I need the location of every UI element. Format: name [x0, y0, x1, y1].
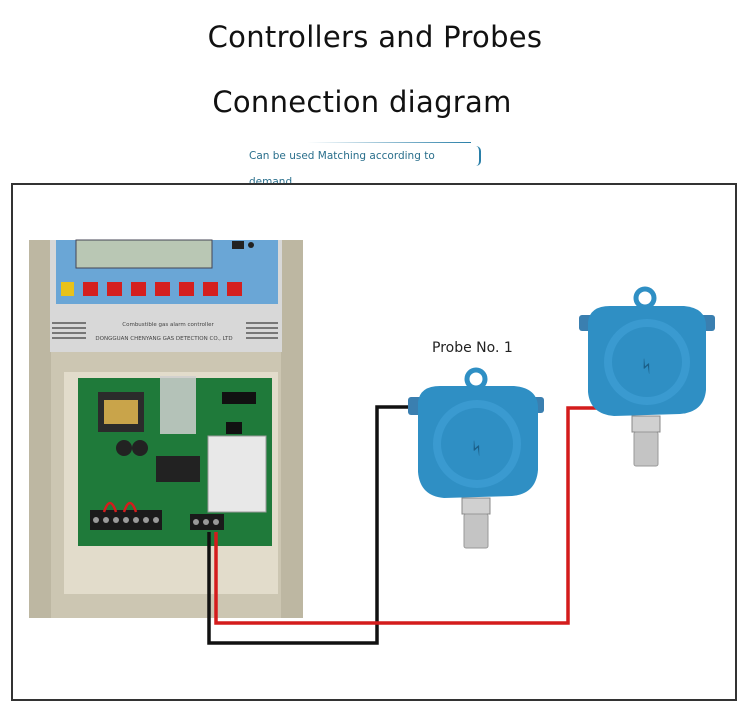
- controller-relay: [156, 456, 200, 482]
- controller-chip: [222, 392, 256, 404]
- probe-2-mounting-ring: [633, 286, 657, 310]
- wiring: [207, 405, 604, 645]
- controller-jumper-wires: [102, 501, 138, 513]
- controller-button: [179, 282, 194, 296]
- probe-1-nut: [461, 497, 491, 515]
- diagram-frame: [11, 183, 737, 701]
- controller-button: [155, 282, 170, 296]
- probe-1-label: Probe No. 1: [432, 340, 513, 356]
- wire-red: [214, 406, 604, 625]
- note-decoration-line: [307, 142, 471, 143]
- page-subtitle: Connection diagram: [212, 85, 512, 119]
- controller-buttons: [61, 282, 242, 296]
- page-title: Controllers and Probes: [207, 20, 543, 54]
- controller-button-yellow: [61, 282, 74, 296]
- wire-black: [207, 405, 418, 645]
- controller-button: [107, 282, 122, 296]
- controller-panel-text: Combustible gas alarm controller: [122, 322, 214, 328]
- controller-metal-shield: [207, 435, 267, 513]
- probe-2-nut: [631, 415, 661, 433]
- controller-vent-left: [52, 322, 86, 339]
- controller-button: [203, 282, 218, 296]
- controller-manufacturer-text: DONGGUAN CHENYANG GAS DETECTION CO., LTD: [95, 336, 232, 342]
- controller-button: [131, 282, 146, 296]
- probe-1-mounting-ring: [464, 367, 488, 391]
- controller-unit: Combustible gas alarm controller DONGGUA…: [29, 239, 303, 618]
- controller-button: [227, 282, 242, 296]
- probe-2-sensor-head: [633, 431, 659, 467]
- controller-cabinet-edge-right: [281, 240, 303, 618]
- controller-capacitor: [132, 440, 148, 456]
- controller-lcd-screen: [75, 239, 213, 269]
- controller-button: [83, 282, 98, 296]
- usage-note: Can be used Matching according to demand: [247, 142, 481, 188]
- controller-vent-right: [246, 322, 278, 339]
- probe-1-cover-inner: [441, 408, 513, 480]
- note-bracket-icon: [476, 146, 481, 166]
- controller-indicator: [232, 241, 244, 249]
- controller-capacitor: [116, 440, 132, 456]
- probe-1-sensor-head: [463, 513, 489, 549]
- probe-2-cover-inner: [612, 327, 682, 397]
- probe-2: ⚡: [579, 286, 715, 467]
- probe-1: ⚡: [408, 367, 544, 549]
- controller-ribbon-cable: [160, 376, 196, 434]
- usage-note-text: Can be used Matching according to demand: [249, 150, 435, 188]
- controller-transformer-core: [104, 400, 138, 424]
- controller-chip-small: [226, 422, 242, 434]
- controller-terminal-screws: [93, 517, 159, 523]
- controller-cabinet-edge: [29, 240, 51, 618]
- controller-led: [248, 242, 254, 248]
- controller-signal-screws: [193, 519, 219, 525]
